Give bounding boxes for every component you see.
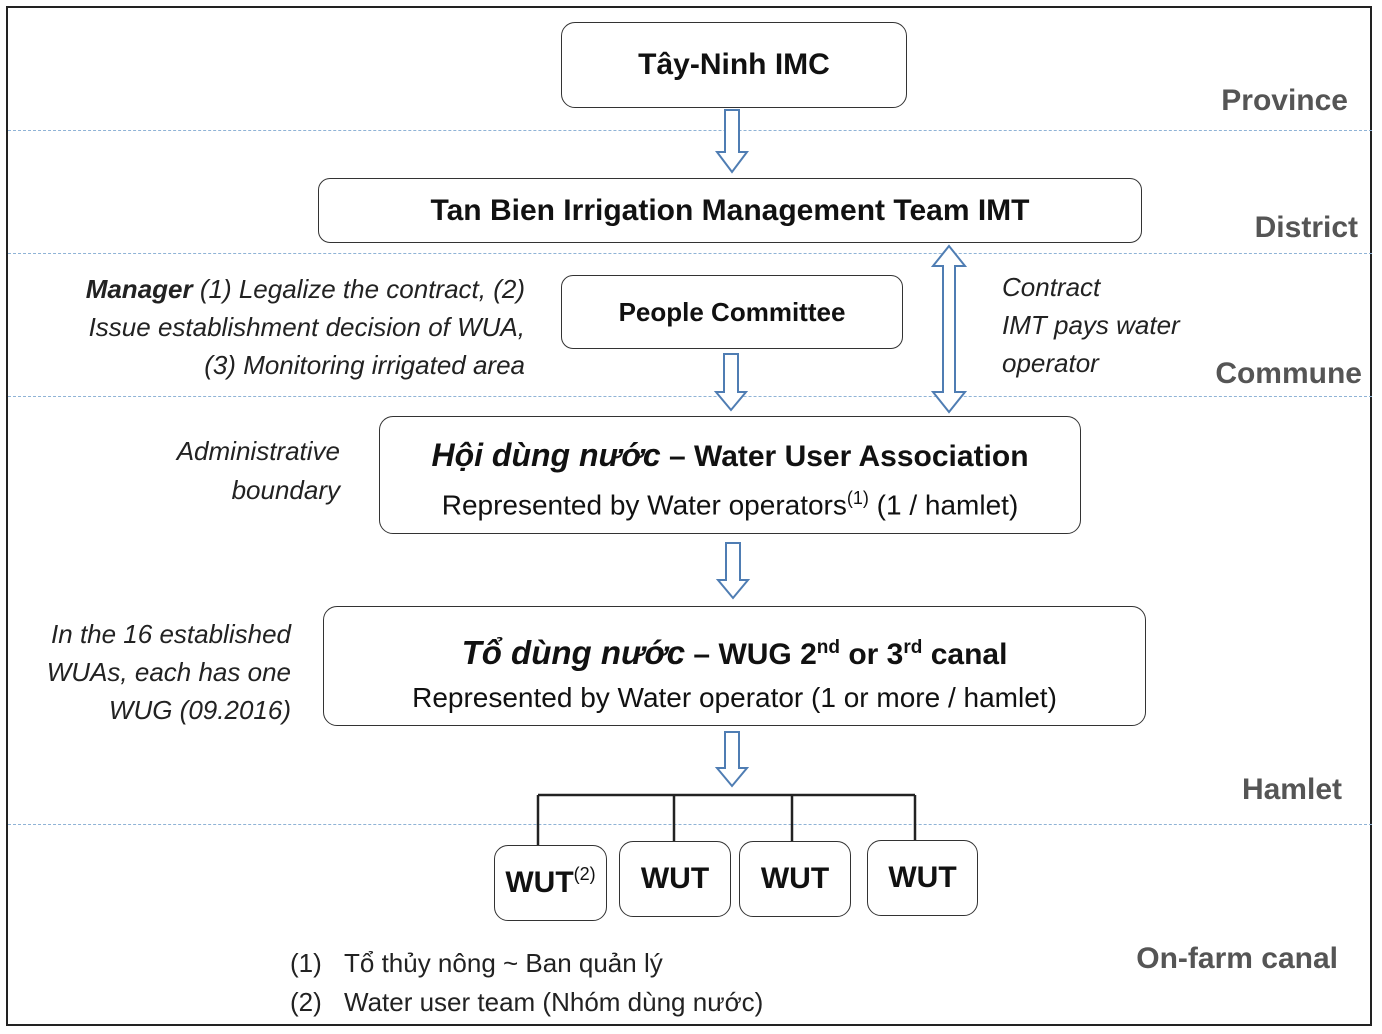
footnote-2-num: (2) (290, 987, 322, 1017)
level-onfarm: On-farm canal (1136, 942, 1338, 975)
manager-note-l3: (3) Monitoring irrigated area (204, 350, 525, 380)
manager-note-l2: Issue establishment decision of WUA, (88, 312, 525, 342)
imt-box: Tan Bien Irrigation Management Team IMT (318, 178, 1142, 243)
imt-label: Tan Bien Irrigation Management Team IMT (430, 193, 1030, 227)
wut-box-2: WUT (619, 841, 731, 917)
wua-title-vn: Hội dùng nước (431, 437, 661, 473)
level-commune: Commune (1215, 357, 1362, 390)
wug-box: Tổ dùng nước – WUG 2nd or 3rd canal Repr… (323, 606, 1146, 726)
imc-box: Tây-Ninh IMC (561, 22, 907, 108)
footnote-1: (1) Tổ thủy nông ~ Ban quản lý (290, 948, 663, 979)
wug-title-c: canal (922, 638, 1008, 671)
wug-title-dash: – (685, 638, 719, 671)
wug-sup-rd: rd (903, 637, 923, 658)
double-arrow-imt-wua (930, 244, 968, 414)
wut-label-3: WUT (760, 862, 830, 895)
footnote-1-text: Tổ thủy nông ~ Ban quản lý (344, 948, 663, 978)
admin-note-l2: boundary (231, 475, 340, 505)
wug-sup-nd: nd (816, 637, 840, 658)
wua-box: Hội dùng nước – Water User Association R… (379, 416, 1081, 534)
separator-hamlet (8, 824, 1372, 825)
manager-note-bold: Manager (85, 274, 193, 304)
wua-title-dash: – (660, 440, 694, 473)
contract-note-l1: Contract (1002, 272, 1101, 302)
established-note-l2: WUAs, each has one (46, 657, 291, 687)
wua-line2-sup: (1) (846, 488, 869, 508)
separator-commune (8, 396, 1372, 397)
level-hamlet: Hamlet (1241, 773, 1342, 806)
arrow-wug-to-wut (714, 731, 750, 788)
wua-title-en: Water User Association (694, 440, 1029, 473)
separator-province (8, 130, 1372, 131)
separator-district (8, 253, 1372, 254)
established-note-l3: WUG (09.2016) (108, 695, 291, 725)
level-province: Province (1221, 84, 1348, 117)
wug-title-vn: Tổ dùng nước (461, 634, 686, 671)
arrow-wua-to-wug (715, 542, 751, 600)
established-note-l1: In the 16 established (51, 619, 291, 649)
footnote-2: (2) Water user team (Nhóm dùng nước) (290, 987, 763, 1018)
arrow-imc-to-imt (715, 109, 749, 174)
wug-title-a: WUG 2 (718, 638, 817, 671)
manager-note-l1: (1) Legalize the contract, (2) (192, 274, 525, 304)
wut-sup: (2) (573, 864, 596, 884)
wut-box-4: WUT (867, 840, 978, 916)
footnote-1-num: (1) (290, 948, 322, 978)
manager-note: Manager (1) Legalize the contract, (2) I… (86, 270, 525, 384)
level-district: District (1254, 211, 1358, 244)
people-committee-label: People Committee (618, 296, 846, 327)
wua-line2-a: Represented by Water operators (441, 489, 847, 521)
contract-note: Contract IMT pays water operator (1002, 268, 1180, 382)
admin-boundary-note: Administrative boundary (177, 432, 340, 510)
established-note: In the 16 established WUAs, each has one… (47, 615, 291, 729)
wut-box-3: WUT (739, 841, 851, 917)
footnote-2-text: Water user team (Nhóm dùng nước) (344, 987, 764, 1017)
contract-note-l3: operator (1002, 348, 1099, 378)
wug-line2: Represented by Water operator (1 or more… (412, 682, 1057, 713)
wua-line2-b: (1 / hamlet) (868, 489, 1019, 521)
diagram-frame (6, 6, 1372, 1026)
people-committee-box: People Committee (561, 275, 903, 349)
arrow-pc-to-wua (713, 353, 749, 412)
wut-label-4: WUT (888, 861, 957, 894)
contract-note-l2: IMT pays water (1002, 310, 1180, 340)
admin-note-l1: Administrative (176, 436, 340, 466)
wut-label-1: WUT (505, 866, 574, 899)
imc-label: Tây-Ninh IMC (638, 48, 830, 81)
wug-title-b: or 3 (840, 638, 904, 671)
wut-label-2: WUT (640, 862, 710, 895)
wut-box-1: WUT(2) (494, 845, 607, 921)
